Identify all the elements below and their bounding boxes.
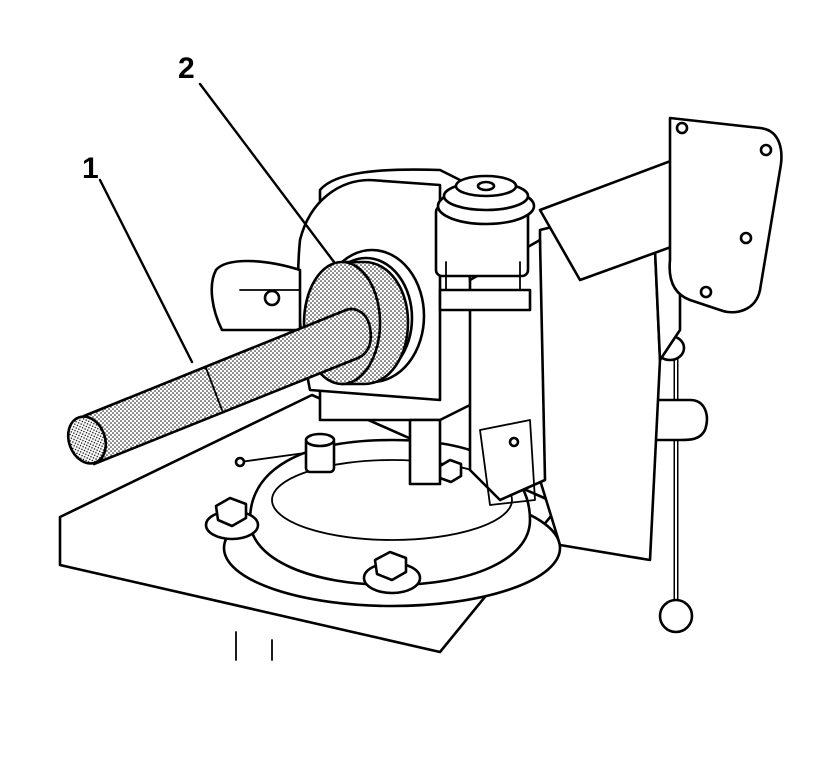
callout-2-label: 2 <box>178 52 195 85</box>
callout-1: 1 <box>82 152 194 364</box>
driver-handle <box>66 307 373 466</box>
vise-base <box>222 432 562 608</box>
callout-1-label: 1 <box>82 152 99 185</box>
axle-flange <box>668 116 783 314</box>
base-bolt-front <box>362 550 422 595</box>
base-bolt-left <box>204 496 260 541</box>
gear-housing <box>434 174 536 312</box>
callout-2: 2 <box>178 52 336 264</box>
